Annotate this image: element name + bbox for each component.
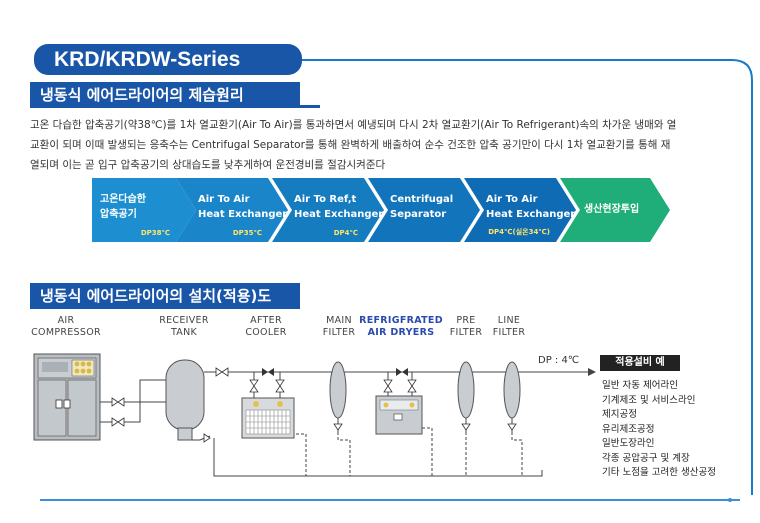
process-step-5: Air To Air Heat Exchanger DP4℃(실온34℃) bbox=[464, 178, 576, 242]
label-main-filter: MAIN FILTER bbox=[322, 315, 356, 338]
process-step-dp: DP38℃ bbox=[140, 229, 170, 237]
arrow-shape bbox=[560, 178, 670, 242]
process-step-2: Air To Air Heat Exchanger DP35℃ bbox=[176, 178, 288, 242]
list-item: 일반도장라인 bbox=[602, 438, 655, 449]
process-step-label: Air To Ref,t Heat Exchanger bbox=[294, 194, 384, 220]
after-cooler bbox=[241, 397, 295, 439]
list-item: 유리제조공정 bbox=[602, 423, 655, 435]
arrow-shape bbox=[272, 178, 384, 242]
list-item: 기타 노점을 고려한 생산공정 bbox=[602, 467, 716, 478]
label-line-filter: LINE FILTER bbox=[492, 315, 526, 338]
label-after-cooler: AFTER COOLER bbox=[245, 315, 287, 338]
section-title-underline bbox=[300, 105, 320, 108]
process-step-label: 고온다습한 압축공기 bbox=[100, 194, 146, 220]
installation-diagram bbox=[33, 353, 596, 477]
series-title: KRD/KRDW-Series bbox=[34, 44, 302, 75]
description-line-2: 교환이 되며 이때 발생되는 응축수는 Centrifugal Separato… bbox=[30, 139, 671, 151]
process-step-label: Centrifugal Separator bbox=[390, 194, 454, 220]
arrow-shape bbox=[92, 178, 196, 242]
main-filter bbox=[329, 361, 347, 419]
arrow-shape bbox=[464, 178, 576, 242]
description-line-3: 열되며 이는 곧 입구 압축공기의 상대습도를 낮추게하여 운전경비를 절감시켜… bbox=[30, 159, 386, 171]
process-step-dp: DP4℃(실온34℃) bbox=[488, 228, 550, 236]
arrow-shape bbox=[368, 178, 480, 242]
outlet-dewpoint: DP : 4℃ bbox=[538, 355, 580, 366]
section-title-principle: 냉동식 에어드라이어의 제습원리 bbox=[30, 82, 300, 108]
process-step-label: 생산현장투입 bbox=[584, 204, 640, 215]
process-step-label: Air To Air Heat Exchanger bbox=[198, 194, 288, 220]
process-step-dp: DP4℃ bbox=[333, 229, 358, 237]
label-pre-filter: PRE FILTER bbox=[449, 315, 483, 338]
process-step-dp: DP35℃ bbox=[232, 229, 262, 237]
label-air-compressor: AIR COMPRESSOR bbox=[31, 315, 101, 338]
label-receiver-tank: RECEIVER TANK bbox=[159, 315, 209, 338]
refrigerated-dryer bbox=[375, 395, 423, 435]
arrow-shape bbox=[176, 178, 288, 242]
receiver-tank bbox=[165, 359, 205, 441]
section-title-installation: 냉동식 에어드라이어의 설치(적용)도 bbox=[30, 283, 300, 309]
list-item: 제지공정 bbox=[602, 409, 637, 420]
list-item: 기계제조 및 서비스라인 bbox=[602, 394, 696, 406]
process-step-6: 생산현장투입 bbox=[560, 178, 670, 242]
process-step-3: Air To Ref,t Heat Exchanger DP4℃ bbox=[272, 178, 384, 242]
line-filter bbox=[503, 361, 521, 419]
applications-list: 일반 자동 제어라인 기계제조 및 서비스라인 제지공정 유리제조공정 일반도장… bbox=[602, 379, 716, 481]
label-refrigerated-dryers: REFRIGFRATED AIR DRYERS bbox=[359, 315, 443, 338]
process-step-1: 고온다습한 압축공기 DP38℃ bbox=[92, 178, 196, 242]
applications-heading: 적용설비 예 bbox=[600, 355, 680, 371]
process-step-4: Centrifugal Separator bbox=[368, 178, 480, 242]
list-item: 일반 자동 제어라인 bbox=[602, 380, 678, 391]
principle-description: 고온 다습한 압축공기(약38℃)를 1차 열교환기(Air To Air)를 … bbox=[30, 115, 735, 175]
description-line-1: 고온 다습한 압축공기(약38℃)를 1차 열교환기(Air To Air)를 … bbox=[30, 119, 677, 131]
air-compressor bbox=[33, 353, 101, 441]
process-step-label: Air To Air Heat Exchanger bbox=[486, 194, 576, 220]
list-item: 각종 공압공구 및 계장 bbox=[602, 452, 690, 464]
pre-filter bbox=[457, 361, 475, 419]
